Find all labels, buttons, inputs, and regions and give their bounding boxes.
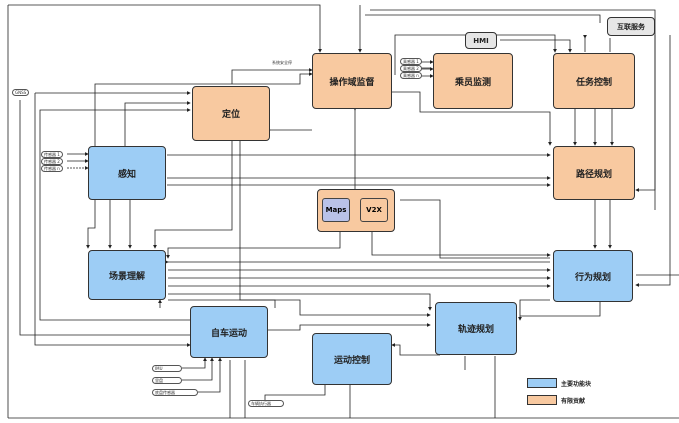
occupant-sensor-1-input: 乘感器 1	[400, 58, 422, 65]
legend-limited-label: 有限贡献	[561, 398, 586, 405]
trajectory-planning-label: 轨迹规划	[457, 325, 494, 335]
sensor-2-label: 传感器 2	[44, 159, 60, 164]
passenger-monitor-label: 乘员监测	[454, 77, 491, 88]
path-planning-label: 路径规划	[575, 169, 612, 180]
hmi-box[interactable]: HMI	[465, 32, 497, 49]
imu-input: IMU	[152, 365, 182, 372]
sensor-n-input: 传感器 n	[41, 165, 63, 172]
maps-box[interactable]: Maps	[322, 198, 350, 222]
task-control-label: 任务控制	[575, 77, 612, 88]
internet-service-label: 互联服务	[617, 22, 645, 31]
task-control-box[interactable]: 任务控制	[553, 53, 635, 109]
motion-control-box[interactable]: 运动控制	[312, 333, 392, 385]
gnss-label: GNSS	[15, 90, 27, 95]
occupant-sensor-1-label: 乘感器 1	[403, 59, 419, 64]
safe-stop-label: 系统安全停	[272, 60, 292, 65]
ops-monitor-box[interactable]: 操作域监督	[312, 53, 392, 109]
chassis-sensor-input: 底盘传感器	[152, 389, 198, 396]
v2x-label: V2X	[366, 206, 382, 214]
occupant-sensor-n-label: 乘感器 n	[403, 73, 419, 78]
occupant-sensor-2-input: 乘感器 2	[400, 65, 422, 72]
ego-motion-box[interactable]: 自车运动	[190, 306, 268, 358]
legend-limited-swatch	[527, 395, 557, 405]
behavior-planning-box[interactable]: 行为规划	[553, 250, 633, 302]
internet-service-box[interactable]: 互联服务	[607, 17, 655, 36]
passenger-monitor-box[interactable]: 乘员监测	[433, 53, 513, 109]
chassis-sensor-label: 底盘传感器	[155, 390, 175, 395]
gnss-input: GNSS	[12, 89, 30, 96]
sensor-n-label: 传感器 n	[44, 166, 60, 171]
motion-control-label: 运动控制	[333, 355, 370, 366]
scene-understanding-label: 场景理解	[108, 271, 145, 282]
sensor-1-label: 传感器 1	[44, 152, 60, 157]
sensor-2-input: 传感器 2	[41, 158, 63, 165]
perception-box[interactable]: 感知	[88, 146, 166, 200]
perception-label: 感知	[117, 169, 136, 180]
path-planning-box[interactable]: 路径规划	[553, 146, 635, 200]
legend-main-swatch	[527, 378, 557, 388]
localization-label: 定位	[221, 110, 240, 120]
hmi-label: HMI	[473, 36, 489, 45]
legend-main-label: 主要功能块	[561, 381, 592, 388]
v2x-box[interactable]: V2X	[360, 198, 388, 222]
odometer-label: 里盘	[155, 378, 163, 383]
behavior-planning-label: 行为规划	[574, 272, 611, 283]
occupant-sensor-2-label: 乘感器 2	[403, 66, 419, 71]
imu-label: IMU	[155, 366, 163, 371]
scene-understanding-box[interactable]: 场景理解	[88, 250, 166, 300]
actuator-label: 车辆执行器	[251, 401, 271, 406]
odometer-input: 里盘	[152, 377, 182, 384]
actuator-output: 车辆执行器	[248, 400, 284, 407]
occupant-sensor-n-input: 乘感器 n	[400, 72, 422, 79]
localization-box[interactable]: 定位	[192, 86, 270, 141]
ops-monitor-label: 操作域监督	[329, 77, 375, 88]
ego-motion-label: 自车运动	[210, 328, 247, 339]
sensor-1-input: 传感器 1	[41, 151, 63, 158]
maps-label: Maps	[325, 206, 347, 214]
trajectory-planning-box[interactable]: 轨迹规划	[435, 302, 517, 355]
